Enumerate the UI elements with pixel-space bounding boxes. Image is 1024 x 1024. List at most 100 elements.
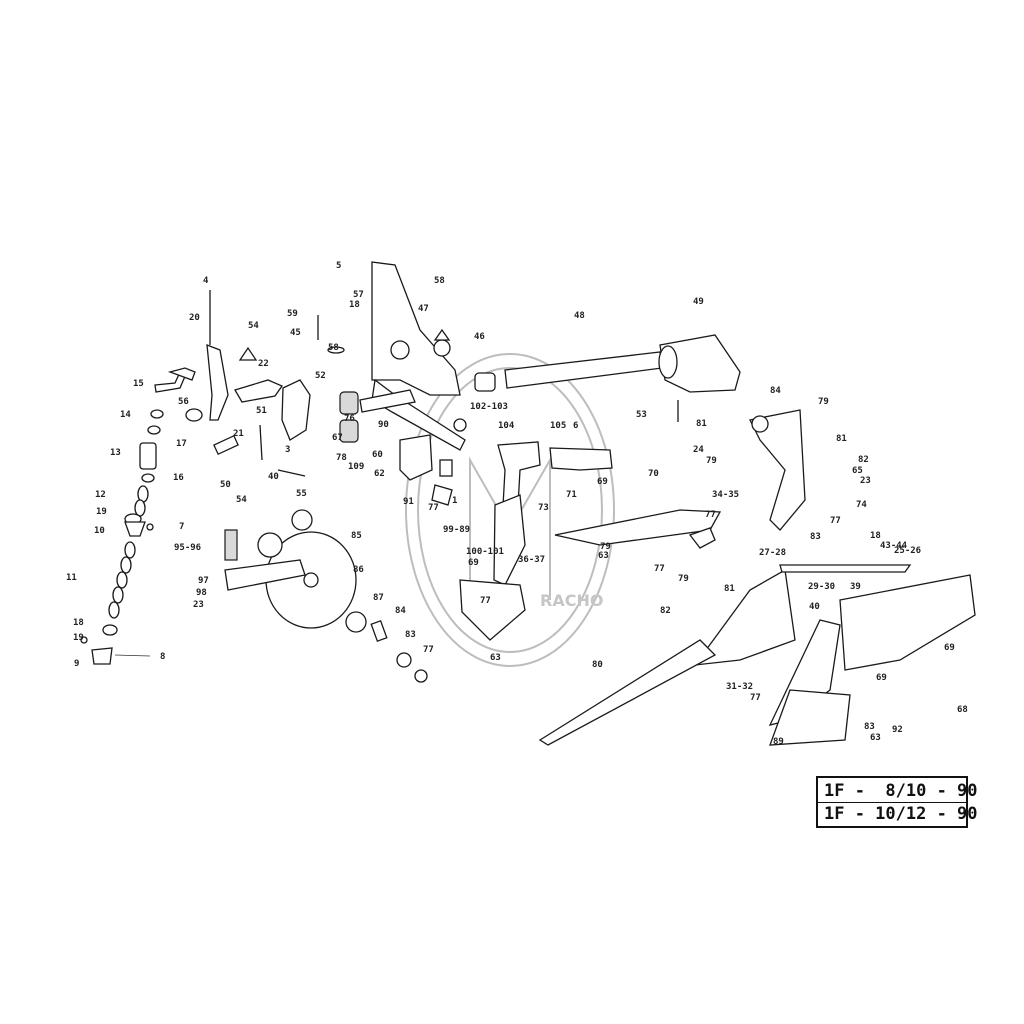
part-label: 83: [810, 532, 821, 542]
part-label: 104: [498, 421, 515, 431]
part-label: 81: [836, 434, 847, 444]
part-label: 69: [944, 643, 955, 653]
part-label: 80: [592, 660, 603, 670]
part-label: 13: [110, 448, 121, 458]
part-label: 50: [220, 480, 231, 490]
part-label: 52: [315, 371, 326, 381]
part-label: 23: [860, 476, 871, 486]
part-label: 79: [818, 397, 829, 407]
part-label: 1: [452, 496, 457, 506]
part-label: 70: [648, 469, 659, 479]
part-label: 45: [290, 328, 301, 338]
part-label: 78: [336, 453, 347, 463]
part-label: 4: [203, 276, 209, 286]
part-label: 69: [597, 477, 608, 487]
part-label: 99-89: [443, 525, 470, 535]
part-label: 14: [120, 410, 131, 420]
model-separator: [818, 802, 966, 803]
part-label: 58: [434, 276, 445, 286]
part-label: 5: [336, 261, 341, 271]
part-label: 83: [864, 722, 875, 732]
part-label: 77: [654, 564, 665, 574]
part-label: 48: [574, 311, 585, 321]
part-label: 3: [285, 445, 290, 455]
part-label: 18: [870, 531, 881, 541]
model-line-2: 1F - 10/12 - 90: [824, 804, 978, 824]
part-label: 68: [957, 705, 968, 715]
part-label: 79: [600, 542, 611, 552]
part-label: 77: [480, 596, 491, 606]
part-label: 43-44: [880, 541, 908, 551]
part-label: 17: [176, 439, 187, 449]
part-label: 51: [256, 406, 267, 416]
part-label: 11: [66, 573, 77, 583]
part-label: 77: [428, 503, 439, 513]
part-label: 105: [550, 421, 566, 431]
part-label: 23: [193, 600, 204, 610]
hitch-chain: [80, 371, 187, 665]
part-label: 95-96: [174, 543, 201, 553]
axle-tube: [474, 334, 741, 422]
part-label: 79: [706, 456, 717, 466]
part-label: 84: [395, 606, 406, 616]
model-line-1: 1F - 8/10 - 90: [824, 781, 978, 801]
main-frame: [359, 261, 466, 451]
central-brackets: [399, 418, 613, 641]
part-label: 36-37: [518, 555, 545, 565]
part-label: 98: [196, 588, 207, 598]
part-label: 74: [856, 500, 867, 510]
disc-coulter: [224, 509, 428, 683]
part-label: 62: [374, 469, 385, 479]
lever-assembly: [167, 290, 359, 477]
part-label: 47: [418, 304, 429, 314]
part-label: 24: [693, 445, 704, 455]
part-label: 60: [372, 450, 383, 460]
part-label: 39: [850, 582, 861, 592]
part-label: 12: [95, 490, 106, 500]
part-label: 7: [179, 522, 184, 532]
part-label: 82: [858, 455, 869, 465]
part-label: 29-30: [808, 582, 835, 592]
part-label: 87: [373, 593, 384, 603]
part-label: 21: [233, 429, 244, 439]
part-label: 18: [349, 300, 360, 310]
part-label: 69: [876, 673, 887, 683]
part-label: 63: [598, 551, 609, 561]
part-label: 86: [353, 565, 364, 575]
part-label: 54: [248, 321, 259, 331]
part-label: 16: [173, 473, 184, 483]
part-label: 58: [328, 343, 339, 353]
part-label: 8: [160, 652, 165, 662]
part-label: 67: [332, 433, 343, 443]
part-label: 77: [750, 693, 761, 703]
part-label: 56: [178, 397, 189, 407]
part-label: 89: [773, 737, 784, 747]
part-label: 57: [353, 290, 364, 300]
part-label: 76: [344, 414, 355, 424]
part-label: 40: [809, 602, 820, 612]
part-label: 31-32: [726, 682, 753, 692]
part-label: 82: [660, 606, 671, 616]
part-label: 25-26: [894, 546, 921, 556]
plough-body: [538, 409, 976, 746]
part-label: 100-101: [466, 547, 504, 557]
part-label: 63: [490, 653, 501, 663]
part-label: 27-28: [759, 548, 786, 558]
part-label: 40: [268, 472, 279, 482]
part-label: 97: [198, 576, 209, 586]
part-label: 19: [96, 507, 107, 517]
part-label: 83: [405, 630, 416, 640]
part-label: 20: [189, 313, 200, 323]
part-label: 63: [870, 733, 881, 743]
part-label: 79: [678, 574, 689, 584]
part-label: 77: [423, 645, 434, 655]
part-label: 102-103: [470, 402, 508, 412]
part-label: 10: [94, 526, 105, 536]
part-label: 85: [351, 531, 362, 541]
part-label: 73: [538, 503, 549, 513]
part-label: 55: [296, 489, 307, 499]
part-label: 59: [287, 309, 298, 319]
part-label: 53: [636, 410, 647, 420]
